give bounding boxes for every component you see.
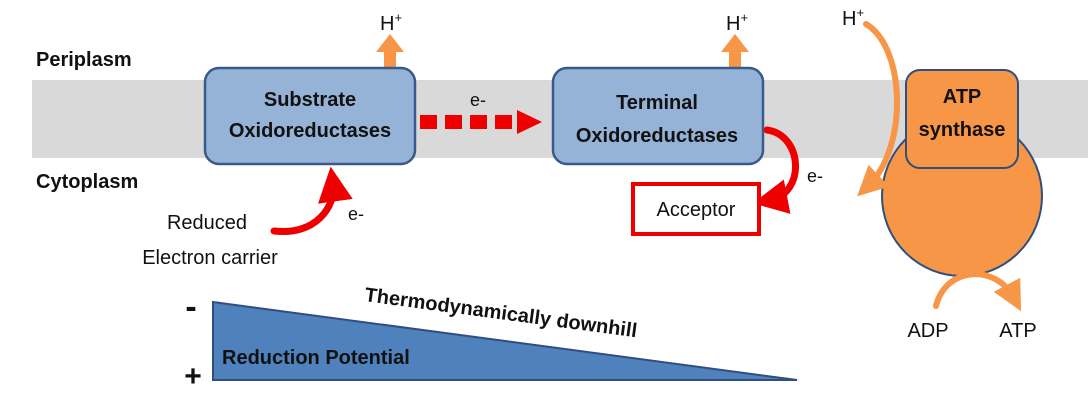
atp-synthase-line1: ATP [943, 86, 982, 108]
terminal-label-line2: Oxidoreductases [576, 125, 738, 147]
reduced-carrier-line2: Electron carrier [142, 247, 278, 269]
proton-pump-arrow-1 [376, 34, 404, 72]
proton-pump-arrow-2 [721, 34, 749, 72]
proton-charge: + [740, 10, 748, 25]
proton-symbol: H [726, 13, 740, 35]
proton-label-1: H+ [380, 10, 402, 35]
proton-charge: + [394, 10, 402, 25]
gradient-minus: - [185, 288, 196, 326]
electron-transfer-arrow [420, 110, 542, 134]
substrate-label-line1: Substrate [264, 89, 356, 111]
atp-label: ATP [999, 320, 1036, 342]
acceptor-box [631, 182, 761, 236]
proton-charge: + [856, 5, 864, 20]
reduced-carrier-line1: Reduced [167, 212, 247, 234]
terminal-oxidoreductases-box [551, 66, 765, 166]
adp-to-atp-arrow [933, 271, 1022, 312]
terminal-label-line1: Terminal [616, 92, 698, 114]
acceptor-electron-arrow [752, 126, 799, 214]
proton-symbol: H [842, 8, 856, 30]
gradient-plus: + [184, 360, 202, 393]
carrier-electron-arrow [270, 166, 353, 236]
cytoplasm-label: Cytoplasm [36, 171, 138, 193]
electron-label-acceptor: e- [807, 166, 823, 186]
substrate-label-line2: Oxidoreductases [229, 120, 391, 142]
proton-label-3: H+ [842, 5, 864, 30]
proton-reentry-arrow [857, 21, 900, 197]
reduction-potential-wedge [212, 300, 798, 381]
acceptor-label: Acceptor [657, 199, 736, 221]
periplasm-label: Periplasm [36, 49, 132, 71]
electron-label-transfer: e- [470, 90, 486, 110]
substrate-oxidoreductases-box [203, 66, 417, 166]
atp-synthase-line2: synthase [919, 119, 1006, 141]
reduction-potential-label: Reduction Potential [222, 347, 410, 369]
atp-synthase-fo-box [905, 69, 1019, 169]
proton-symbol: H [380, 13, 394, 35]
proton-label-2: H+ [726, 10, 748, 35]
adp-label: ADP [907, 320, 948, 342]
electron-label-carrier: e- [348, 204, 364, 224]
